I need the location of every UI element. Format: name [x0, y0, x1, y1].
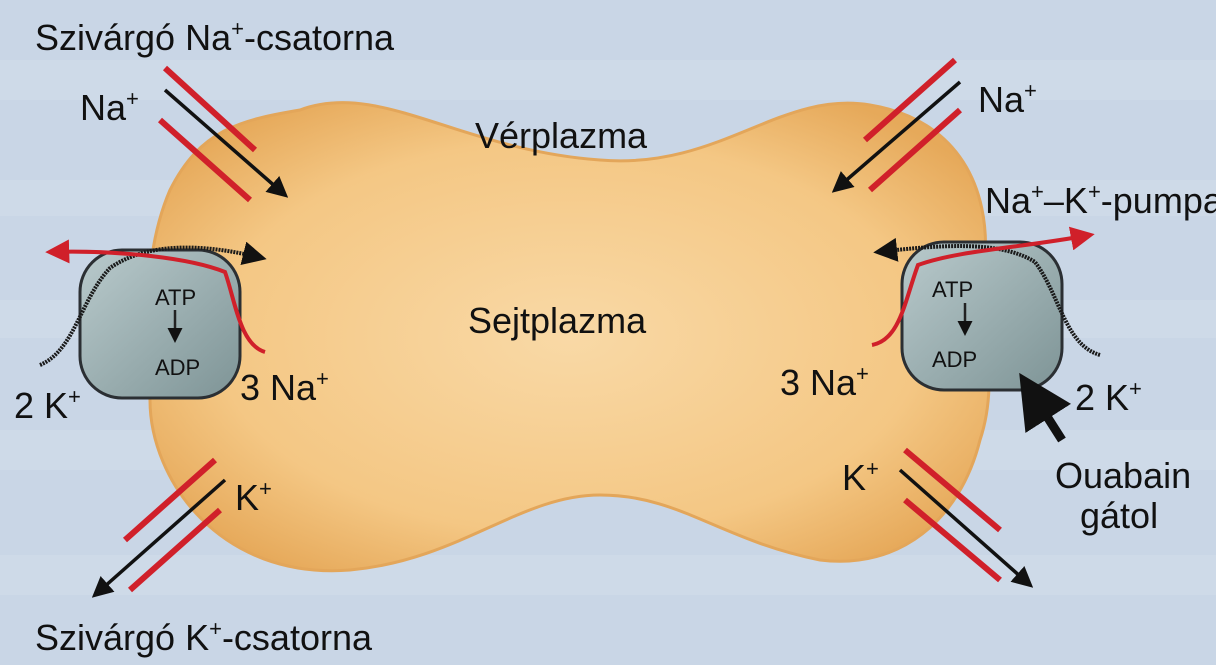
atp-label: ATP [155, 285, 196, 310]
three-na-label: 3 Na+ [780, 361, 869, 403]
adp-label: ADP [932, 347, 977, 372]
three-na-label: 3 Na+ [240, 366, 329, 408]
atp-label: ATP [932, 277, 973, 302]
ouabain-label: Ouabain [1055, 455, 1191, 496]
adp-label: ADP [155, 355, 200, 380]
plasma-label: Vérplazma [475, 115, 648, 156]
ouabain-inhibition-arrow [1025, 382, 1062, 440]
na-ion-label: Na+ [80, 86, 139, 128]
two-k-label: 2 K+ [14, 384, 81, 426]
k-efflux-arrow [95, 480, 225, 595]
na-ion-label: Na+ [978, 78, 1037, 120]
na-k-pump-left [40, 248, 265, 398]
na-leak-channel-title: Szivárgó Na+-csatorna [35, 16, 395, 58]
k-leak-channel-title: Szivárgó K+-csatorna [35, 616, 373, 658]
two-k-label: 2 K+ [1075, 376, 1142, 418]
cytoplasm-label: Sejtplazma [468, 300, 647, 341]
pump-title: Na+–K+-pumpa [985, 179, 1216, 221]
ouabain-inhibits-label: gátol [1080, 495, 1158, 536]
